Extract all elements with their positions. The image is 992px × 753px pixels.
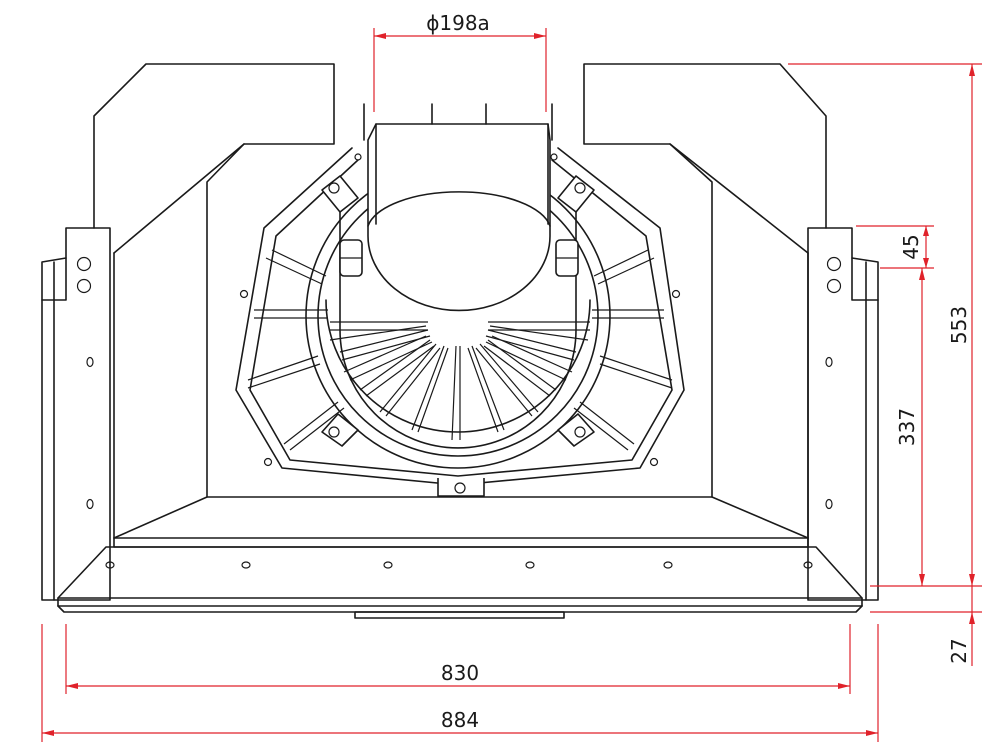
inner-wall-left <box>113 143 245 539</box>
right-bracket <box>807 227 879 601</box>
dimension-side-height: 337 <box>895 268 925 586</box>
apron-holes <box>105 561 813 569</box>
octagon-frame-inner <box>249 159 673 477</box>
bottom-tab <box>354 611 565 619</box>
dimension-bottom-offset: 27 <box>870 586 982 666</box>
dim-label-overall-width: 884 <box>441 708 479 732</box>
duct-collar <box>363 103 553 312</box>
dimension-duct-diameter: ϕ198a <box>373 11 547 112</box>
dim-label-duct-diameter: ϕ198a <box>426 11 490 35</box>
dimension-overall-width: 884 <box>41 624 879 742</box>
left-shoulder <box>93 63 335 254</box>
dimension-inner-width: 830 <box>65 624 851 694</box>
front-trough <box>113 537 809 548</box>
inner-wall-right <box>669 143 809 539</box>
dimension-overall-height: 553 <box>788 63 982 587</box>
fan-blades <box>329 321 590 441</box>
dim-label-upper-offset: 45 <box>899 234 923 259</box>
right-shoulder <box>583 63 827 254</box>
front-apron <box>57 546 863 607</box>
dim-label-overall-height: 553 <box>947 306 971 344</box>
dim-label-inner-width: 830 <box>441 661 479 685</box>
dim-label-side-height: 337 <box>895 408 919 446</box>
hood-outline <box>57 63 863 619</box>
duct-body <box>367 123 551 312</box>
front-lip <box>57 605 863 613</box>
dimension-upper-offset: 45 <box>856 225 934 269</box>
dim-label-bottom-offset: 27 <box>947 638 971 663</box>
left-bracket <box>41 227 111 601</box>
mount-lugs <box>321 175 595 497</box>
